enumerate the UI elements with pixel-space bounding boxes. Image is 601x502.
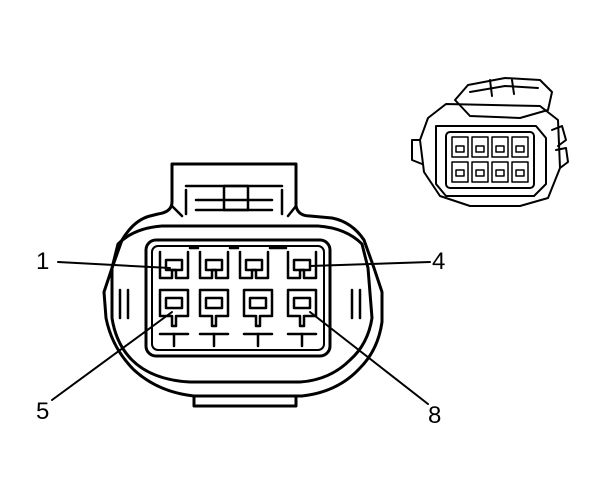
connector-front-view xyxy=(102,162,384,408)
terminal-row-top xyxy=(158,246,318,280)
pin-label-8: 8 xyxy=(428,402,442,429)
connector-outer-housing xyxy=(102,162,384,398)
leader-line-pin1 xyxy=(57,261,171,269)
pin-label-1: 1 xyxy=(36,248,50,275)
terminal-row-bottom xyxy=(158,288,318,348)
connector-inner-shroud xyxy=(110,224,374,384)
pin-label-4: 4 xyxy=(432,248,446,275)
leader-line-pin8 xyxy=(309,311,429,405)
connector-bottom-tab xyxy=(192,394,298,408)
leader-line-pin5 xyxy=(51,311,173,401)
terminal-cavity-block xyxy=(144,238,332,358)
connector-latch xyxy=(170,184,298,218)
leader-line-pin4 xyxy=(309,261,431,267)
leader-lines xyxy=(51,261,431,405)
connector-perspective-view xyxy=(411,77,569,207)
pin-label-5: 5 xyxy=(36,398,50,425)
